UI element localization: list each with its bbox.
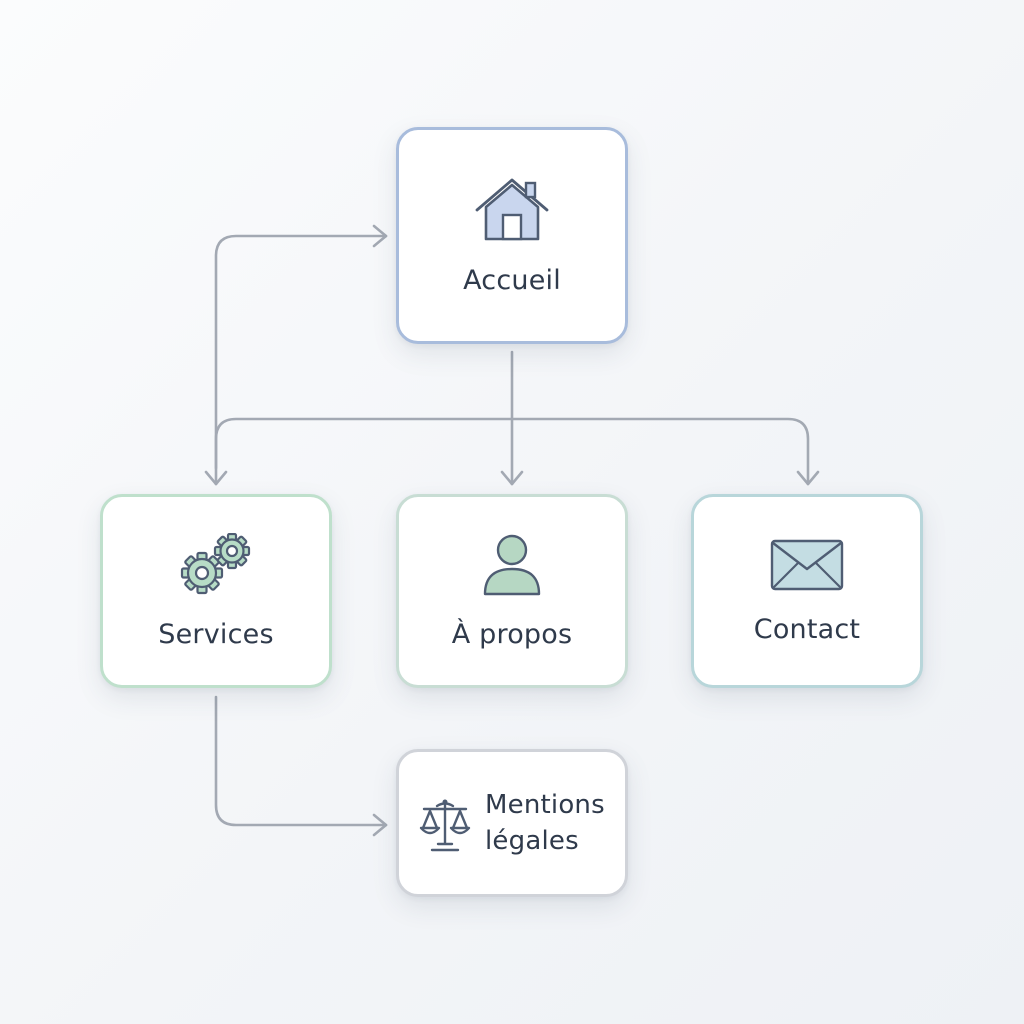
arrowhead-apropos	[500, 470, 524, 486]
node-label: Contact	[753, 613, 861, 645]
node-label: À propos	[451, 618, 573, 650]
gears-icon	[178, 532, 254, 597]
arrowhead-accueil	[372, 224, 388, 248]
arrowhead-contact	[796, 470, 820, 486]
house-icon	[474, 175, 550, 243]
node-label: Accueil	[463, 265, 561, 296]
node-apropos[interactable]: À propos	[396, 494, 628, 688]
node-label-line2: légales	[485, 826, 579, 856]
node-mentions-legales[interactable]: Mentions légales	[396, 749, 628, 897]
scales-icon	[419, 797, 471, 853]
node-label: Services	[158, 618, 274, 650]
arrowhead-mentions	[372, 813, 388, 837]
arrowhead-services	[204, 470, 228, 486]
connector-services-accueil	[214, 234, 388, 470]
node-label-line1: Mentions	[485, 790, 605, 820]
envelope-icon	[770, 538, 844, 592]
node-contact[interactable]: Contact	[691, 494, 923, 688]
person-icon	[480, 533, 544, 597]
node-services[interactable]: Services	[100, 494, 332, 688]
connector-bus-contact	[510, 417, 810, 486]
node-label-block: Mentions légales	[485, 787, 605, 859]
connector-services-mentions	[214, 695, 388, 827]
connector-bus-services	[214, 417, 514, 486]
node-accueil[interactable]: Accueil	[396, 127, 628, 344]
